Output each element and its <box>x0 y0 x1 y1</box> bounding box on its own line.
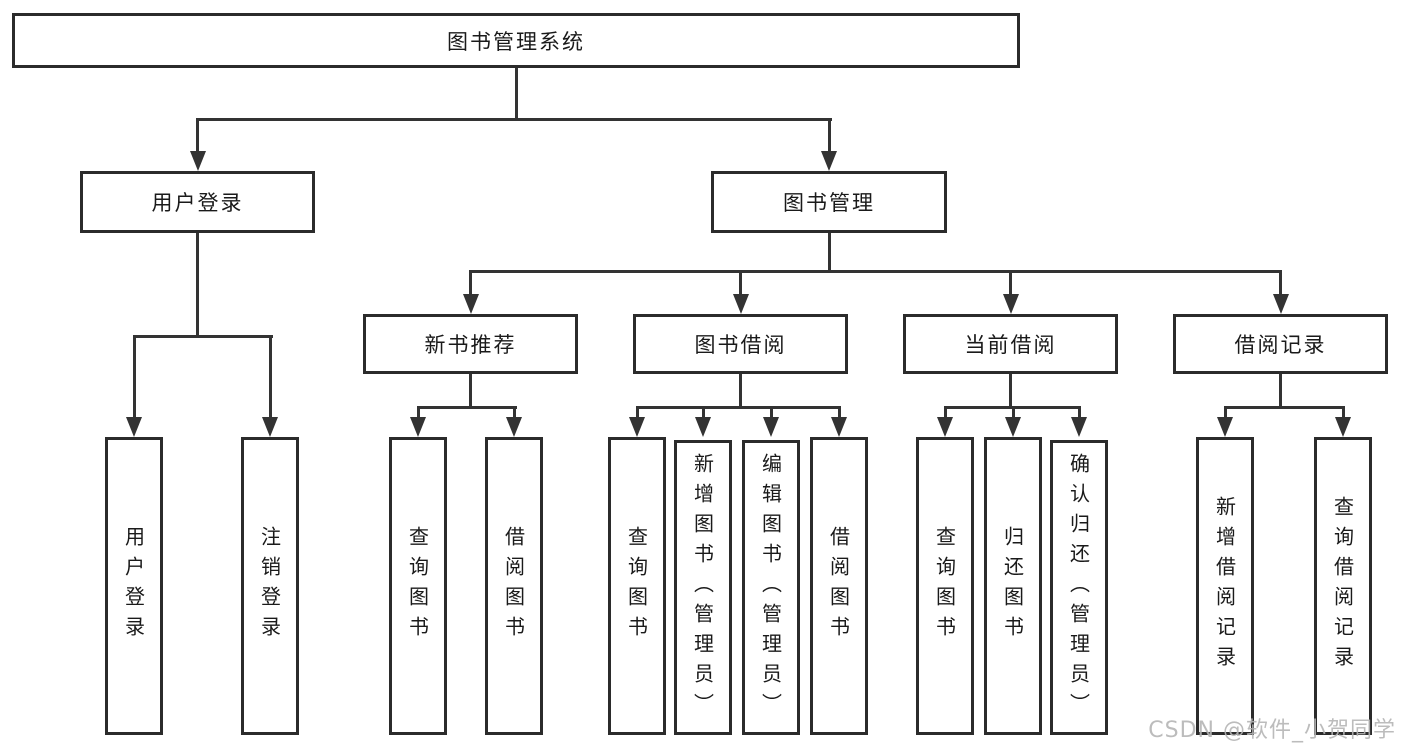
leaf-user-login: 用户登录 <box>105 437 163 735</box>
leaf-current-return-book-label: 归还图书 <box>1000 526 1025 646</box>
arrow-down-icon <box>937 417 953 437</box>
connector-borrow-stem <box>739 374 742 408</box>
connector-borrow-drop-3 <box>769 406 773 425</box>
arrow-down-icon <box>732 294 749 314</box>
connector-bookmgmt-drop-1 <box>469 270 472 302</box>
arrow-down-icon <box>126 417 142 437</box>
connector-current-drop-2 <box>1011 406 1015 425</box>
leaf-records-add-record-label: 新增借阅记录 <box>1212 496 1237 676</box>
connector-current-drop-3 <box>1077 406 1081 425</box>
node-root-label: 图书管理系统 <box>447 29 585 54</box>
connector-records-drop-1 <box>1223 406 1227 425</box>
arrow-down-icon <box>506 417 522 437</box>
leaf-recommend-borrow-book: 借阅图书 <box>485 437 543 735</box>
leaf-borrow-query-book-label: 查询图书 <box>624 526 649 646</box>
connector-userlogin-drop-1 <box>132 335 136 423</box>
leaf-records-query-record-label: 查询借阅记录 <box>1330 496 1355 676</box>
arrow-down-icon <box>831 417 847 437</box>
connector-root-crossbar <box>196 118 832 121</box>
leaf-logout: 注销登录 <box>241 437 299 735</box>
leaf-borrow-add-book-label: 新增图书（管理员） <box>690 452 715 723</box>
arrow-down-icon <box>262 417 278 437</box>
connector-recommend-stem <box>469 374 472 408</box>
arrow-down-icon <box>1272 294 1289 314</box>
connector-bookmgmt-drop-3 <box>1009 270 1012 302</box>
connector-bookmgmt-stem <box>827 233 831 273</box>
leaf-recommend-borrow-book-label: 借阅图书 <box>501 526 526 646</box>
connector-bookmgmt-drop-2 <box>739 270 742 302</box>
connector-bookmgmt-crossbar <box>469 270 1282 273</box>
connector-recommend-drop-2 <box>512 406 516 425</box>
leaf-borrow-edit-book-label: 编辑图书（管理员） <box>758 452 783 723</box>
node-book-management-label: 图书管理 <box>783 191 875 215</box>
arrow-down-icon <box>462 294 479 314</box>
arrow-down-icon <box>1005 417 1021 437</box>
connector-borrow-crossbar <box>635 406 841 409</box>
arrow-down-icon <box>189 151 206 171</box>
leaf-borrow-borrow-book-label: 借阅图书 <box>826 526 851 646</box>
connector-userlogin-stem <box>196 233 199 337</box>
connector-root-stem <box>514 68 518 121</box>
node-user-login-label: 用户登录 <box>151 191 244 215</box>
connector-borrow-drop-2 <box>701 406 705 425</box>
watermark: CSDN @软件_小贺同学 <box>1148 718 1396 743</box>
leaf-logout-label: 注销登录 <box>257 526 282 646</box>
connector-root-userlogin-drop <box>196 118 199 157</box>
arrow-down-icon <box>1071 417 1087 437</box>
connector-records-stem <box>1279 374 1282 408</box>
node-user-login: 用户登录 <box>80 171 315 233</box>
leaf-current-query-book: 查询图书 <box>916 437 974 735</box>
leaf-borrow-edit-book: 编辑图书（管理员） <box>742 440 800 735</box>
node-borrow-records-label: 借阅记录 <box>1234 333 1327 357</box>
leaf-user-login-label: 用户登录 <box>121 526 146 646</box>
leaf-current-confirm-return: 确认归还（管理员） <box>1050 440 1108 735</box>
arrow-down-icon <box>410 417 426 437</box>
leaf-borrow-add-book: 新增图书（管理员） <box>674 440 732 735</box>
arrow-down-icon <box>763 417 779 437</box>
leaf-borrow-borrow-book: 借阅图书 <box>810 437 868 735</box>
arrow-down-icon <box>629 417 645 437</box>
leaf-recommend-query-book: 查询图书 <box>389 437 447 735</box>
connector-userlogin-crossbar <box>132 335 273 338</box>
connector-borrow-drop-1 <box>635 406 639 425</box>
arrow-down-icon <box>1335 417 1351 437</box>
leaf-records-add-record: 新增借阅记录 <box>1196 437 1254 735</box>
connector-borrow-drop-4 <box>837 406 841 425</box>
connector-userlogin-drop-2 <box>268 335 272 423</box>
leaf-borrow-query-book: 查询图书 <box>608 437 666 735</box>
arrow-down-icon <box>1217 417 1233 437</box>
connector-current-drop-1 <box>943 406 947 425</box>
arrow-down-icon <box>1002 294 1019 314</box>
node-current-borrow-label: 当前借阅 <box>964 333 1057 357</box>
arrow-down-icon <box>821 151 837 171</box>
connector-bookmgmt-drop-4 <box>1279 270 1282 302</box>
connector-recommend-drop-1 <box>416 406 420 425</box>
node-new-book-recommend-label: 新书推荐 <box>424 333 517 357</box>
node-borrow-records: 借阅记录 <box>1173 314 1388 374</box>
node-root: 图书管理系统 <box>12 13 1020 68</box>
arrow-down-icon <box>695 417 711 437</box>
leaf-current-query-book-label: 查询图书 <box>932 526 957 646</box>
node-book-borrow: 图书借阅 <box>633 314 848 374</box>
connector-root-bookmgmt-drop <box>827 118 831 157</box>
node-current-borrow: 当前借阅 <box>903 314 1118 374</box>
node-book-management: 图书管理 <box>711 171 947 233</box>
connector-recommend-crossbar <box>416 406 517 409</box>
node-book-borrow-label: 图书借阅 <box>694 333 787 357</box>
leaf-recommend-query-book-label: 查询图书 <box>405 526 430 646</box>
leaf-current-return-book: 归还图书 <box>984 437 1042 735</box>
connector-records-drop-2 <box>1341 406 1345 425</box>
leaf-current-confirm-return-label: 确认归还（管理员） <box>1066 452 1091 723</box>
node-new-book-recommend: 新书推荐 <box>363 314 578 374</box>
leaf-records-query-record: 查询借阅记录 <box>1314 437 1372 735</box>
connector-current-stem <box>1009 374 1012 408</box>
connector-records-crossbar <box>1223 406 1345 409</box>
